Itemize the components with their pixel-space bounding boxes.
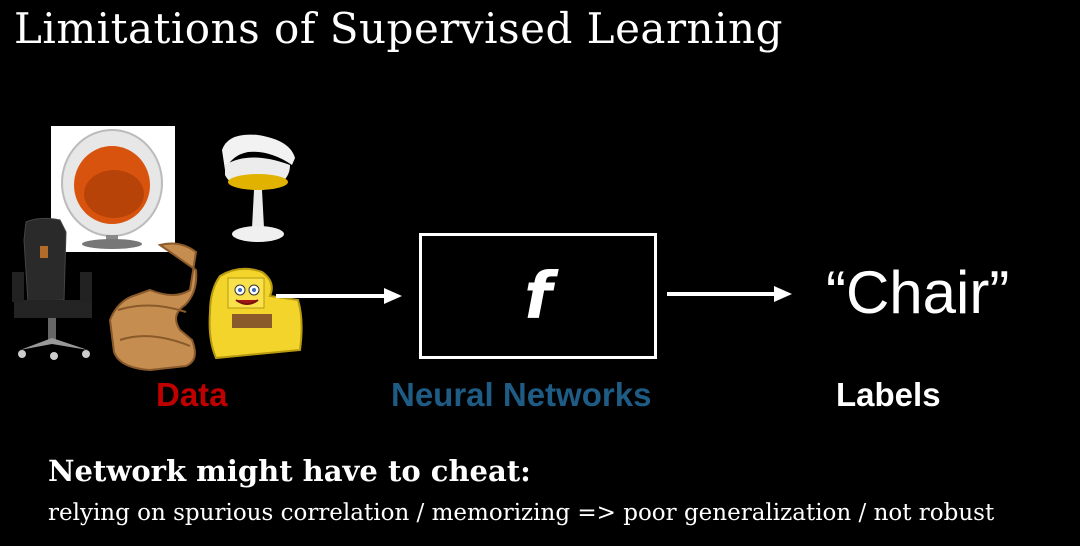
neural-network-box: f — [419, 233, 657, 359]
cheat-heading: Network might have to cheat: — [48, 454, 531, 488]
cheat-detail: relying on spurious correlation / memori… — [48, 500, 994, 526]
arrow-network-to-label — [667, 286, 792, 302]
labels-caption: Labels — [836, 376, 941, 414]
neural-networks-caption: Neural Networks — [391, 376, 651, 414]
data-caption: Data — [156, 376, 228, 414]
output-label: “Chair” — [826, 258, 1009, 327]
arrow-data-to-network — [276, 288, 402, 304]
function-symbol: f — [422, 260, 654, 334]
